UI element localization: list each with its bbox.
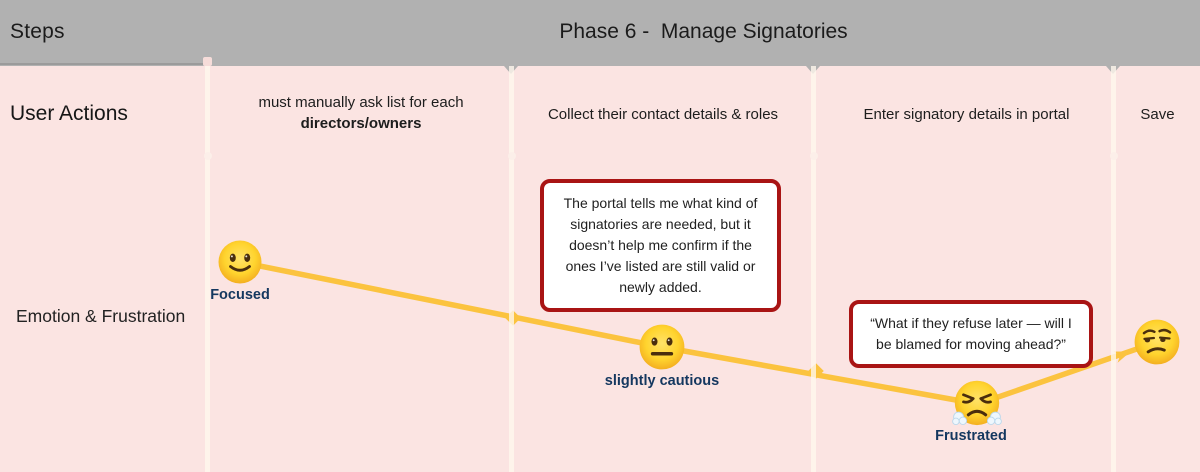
steam-puff — [952, 411, 1002, 426]
emotion-point-label: slightly cautious — [604, 373, 720, 389]
column-divider — [205, 66, 210, 472]
column-gap-notch — [203, 57, 212, 66]
row-boundary-dot — [1110, 152, 1118, 160]
neutral-face-icon[interactable] — [637, 322, 687, 372]
face-with-steam-from-nose-icon[interactable] — [951, 378, 1003, 430]
action-cell-collect-details[interactable]: Collect their contact details & roles — [547, 106, 779, 123]
action-text: must manually ask list for each — [258, 94, 464, 111]
column-divider — [509, 66, 514, 472]
user-actions-row-label: User Actions — [10, 102, 128, 125]
action-cell-enter-details[interactable]: Enter signatory details in portal — [863, 106, 1070, 123]
quote-text: The portal tells me what kind of signato… — [563, 195, 758, 295]
action-cell-ask-list[interactable]: must manually ask list for each director… — [207, 92, 515, 134]
action-cell-save[interactable]: Save — [1140, 106, 1175, 123]
line-arrow-marker — [1113, 351, 1131, 363]
unamused-face-icon[interactable] — [1132, 317, 1182, 367]
quote-callout-portal[interactable]: The portal tells me what kind of signato… — [540, 179, 781, 312]
action-text-bold: directors/owners — [300, 115, 422, 132]
header-bar: Steps Phase 6 - Manage Signatories — [0, 0, 1200, 66]
column-divider — [811, 66, 816, 472]
quote-text: “What if they refuse later — will I be b… — [870, 315, 1072, 352]
slightly-smiling-face-icon[interactable] — [216, 238, 264, 286]
steps-header-label: Steps — [10, 19, 65, 43]
emotion-point-label: Focused — [210, 287, 270, 303]
phase-title: Phase 6 - Manage Signatories — [559, 19, 848, 43]
row-boundary-dot — [508, 152, 516, 160]
steps-underline — [0, 63, 207, 65]
emotion-row-label: Emotion & Frustration — [16, 306, 186, 326]
column-divider — [1111, 66, 1116, 472]
emotion-point-label: Frustrated — [935, 428, 1007, 444]
row-boundary-dot — [204, 152, 212, 160]
row-boundary-dot — [810, 152, 818, 160]
quote-callout-refuse[interactable]: “What if they refuse later — will I be b… — [849, 300, 1093, 368]
